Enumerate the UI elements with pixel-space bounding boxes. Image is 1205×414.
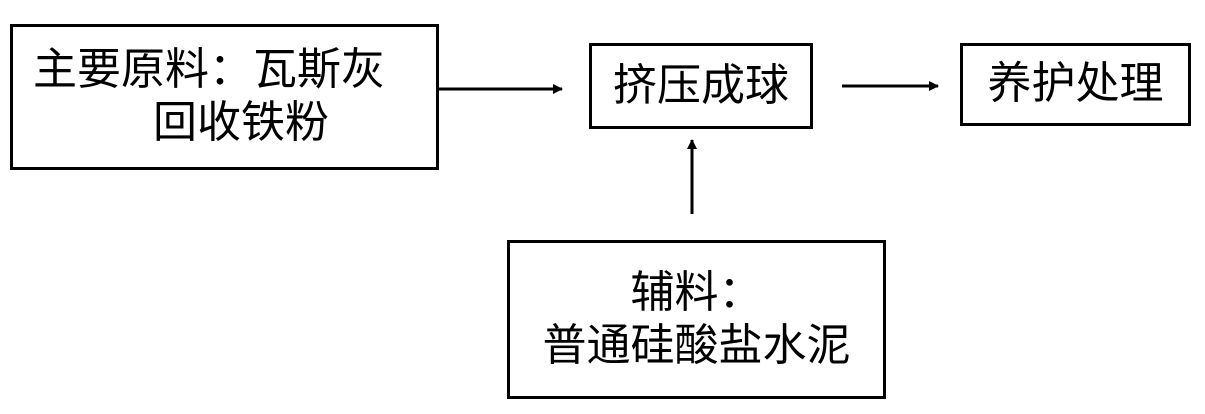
extrusion-label: 挤压成球 <box>613 59 789 111</box>
curing-label: 养护处理 <box>987 58 1164 110</box>
main-material-sub-label: 回收铁粉 <box>153 97 329 148</box>
auxiliary-material-label: 辅料： <box>630 266 763 318</box>
main-material-box: 主要原料：瓦斯灰 回收铁粉 <box>10 24 439 170</box>
extrusion-box: 挤压成球 <box>589 43 813 129</box>
main-material-label: 主要原料：瓦斯灰 <box>33 44 385 96</box>
auxiliary-material-box: 辅料： 普通硅酸盐水泥 <box>507 240 886 399</box>
auxiliary-material-sub-label: 普通硅酸盐水泥 <box>542 319 851 371</box>
curing-box: 养护处理 <box>960 43 1191 126</box>
